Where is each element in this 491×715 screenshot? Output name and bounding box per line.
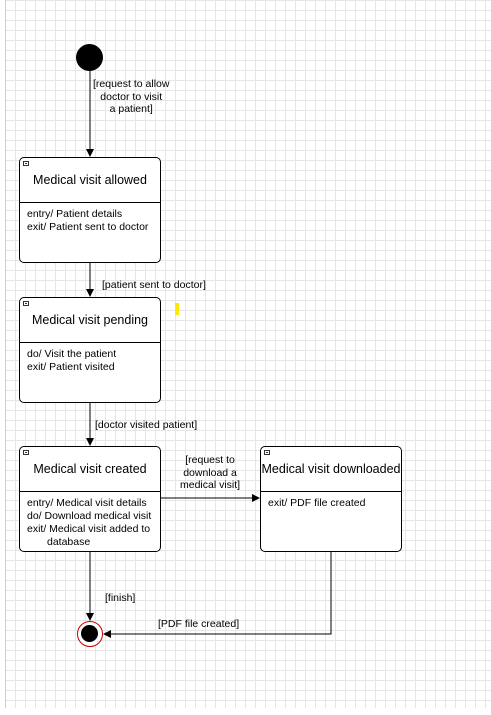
collapse-icon[interactable] bbox=[23, 450, 29, 455]
state-title: Medical visit pending bbox=[20, 298, 160, 343]
label-patient-sent[interactable]: [patient sent to doctor] bbox=[102, 279, 206, 291]
label-pdf-created[interactable]: [PDF file created] bbox=[158, 618, 240, 630]
label-line: [request to allow bbox=[93, 78, 170, 90]
state-activities: exit/ PDF file created bbox=[261, 492, 401, 510]
final-state-core bbox=[81, 625, 98, 642]
activity-line: exit/ Patient visited bbox=[27, 361, 115, 373]
label-request-download[interactable]: [request to download a medical visit] bbox=[180, 454, 240, 492]
label-line: a patient] bbox=[109, 103, 153, 115]
state-medical-visit-created[interactable]: Medical visit created entry/ Medical vis… bbox=[19, 446, 161, 552]
state-title: Medical visit allowed bbox=[20, 158, 160, 203]
label-line: doctor to visit bbox=[100, 90, 163, 103]
activity-line: do/ Download medical visit bbox=[27, 510, 152, 522]
state-activities: entry/ Patient details exit/ Patient sen… bbox=[20, 203, 160, 234]
collapse-icon[interactable] bbox=[264, 450, 270, 455]
canvas-bottom-band bbox=[0, 708, 491, 715]
final-state-node[interactable] bbox=[77, 621, 103, 647]
activity-line: exit/ Patient sent to doctor bbox=[27, 221, 149, 233]
label-line: medical visit] bbox=[180, 479, 241, 491]
arrow-downloaded-to-final bbox=[103, 552, 332, 638]
label-line: [request to bbox=[185, 454, 235, 466]
activity-line: exit/ PDF file created bbox=[268, 497, 366, 509]
activity-line: entry/ Patient details bbox=[27, 208, 123, 220]
collapse-icon[interactable] bbox=[23, 301, 29, 306]
canvas-left-border bbox=[0, 0, 6, 715]
state-activities: do/ Visit the patient exit/ Patient visi… bbox=[20, 343, 160, 374]
label-finish[interactable]: [finish] bbox=[105, 592, 136, 604]
state-medical-visit-pending[interactable]: Medical visit pending do/ Visit the pati… bbox=[19, 297, 161, 403]
highlight-marker bbox=[175, 303, 179, 315]
label-request-allow[interactable]: [request to allow doctor to visit a pati… bbox=[93, 78, 169, 116]
state-activities: entry/ Medical visit details do/ Downloa… bbox=[20, 492, 160, 549]
label-line: download a bbox=[183, 466, 237, 479]
collapse-icon[interactable] bbox=[23, 161, 29, 166]
label-doctor-visited[interactable]: [doctor visited patient] bbox=[95, 419, 198, 431]
activity-line: entry/ Medical visit details bbox=[27, 497, 147, 509]
activity-line: do/ Visit the patient bbox=[27, 348, 117, 360]
state-medical-visit-allowed[interactable]: Medical visit allowed entry/ Patient det… bbox=[19, 157, 161, 263]
state-medical-visit-downloaded[interactable]: Medical visit downloaded exit/ PDF file … bbox=[260, 446, 402, 552]
initial-state-node[interactable] bbox=[76, 44, 103, 71]
state-title: Medical visit created bbox=[20, 447, 160, 492]
activity-line: database bbox=[47, 536, 91, 548]
state-title: Medical visit downloaded bbox=[261, 447, 401, 492]
activity-line: exit/ Medical visit added to bbox=[27, 523, 151, 535]
